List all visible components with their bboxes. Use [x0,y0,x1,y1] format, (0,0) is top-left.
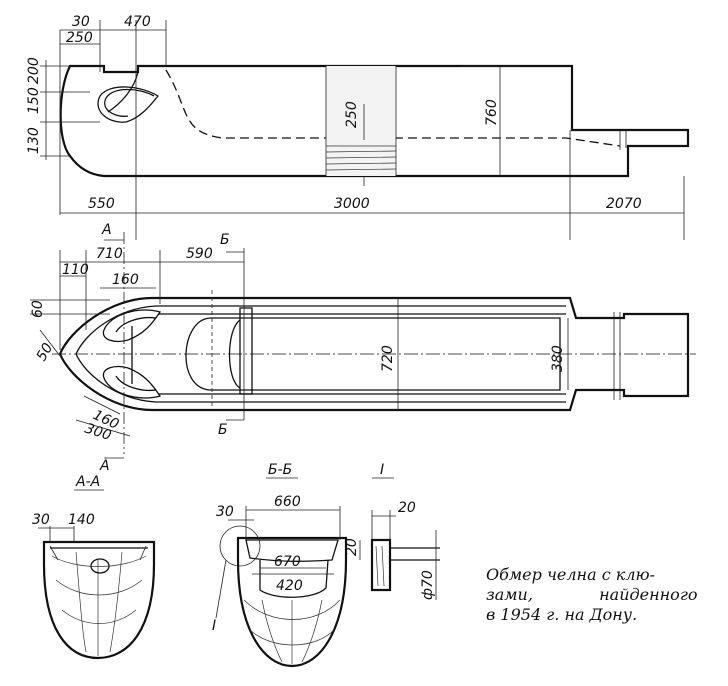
dim-2070: 2070 [606,196,642,212]
dim-detail-phi70: ф70 [420,570,436,600]
dim-bb-660: 660 [274,494,301,510]
dim-550: 550 [88,196,115,212]
plan-view: А А Б Б 110 710 160 590 60 50 16 [30,222,696,474]
section-bb-title: Б-Б [268,462,292,478]
dim-250-section: 250 [344,101,360,128]
caption-line-2b: найденного [599,585,698,604]
figure-caption: Обмер челна с клю- зами, найденного в 19… [486,565,718,625]
caption-line-3: в 1954 г. на Дону. [486,605,638,624]
dim-160-top: 160 [112,272,139,288]
section-bb-callout-circle [219,525,261,567]
dim-aa-140: 140 [68,512,95,528]
dim-710: 710 [96,246,123,262]
side-hawse-rim [104,88,155,117]
section-bb-outline [236,536,348,668]
side-inner-dashed [165,69,621,147]
dim-590: 590 [186,246,213,262]
dim-720: 720 [380,345,396,372]
side-hawse-hole [97,86,159,123]
dim-bb-420: 420 [276,578,303,594]
dim-bb-670: 670 [274,554,301,570]
section-aa-hole [90,558,110,574]
plan-bench [239,307,253,395]
side-dimension-lines [40,20,685,240]
caption-line-2a: зами, [486,585,533,604]
side-hull-outline [59,64,690,178]
plan-cavity [185,317,561,391]
detail-i: I 20 20 ф70 [344,462,440,600]
plan-hawse-upper [102,309,162,343]
dim-3000: 3000 [334,196,370,212]
section-bb-callout: I [212,618,216,634]
dim-detail-20-top: 20 [398,500,416,516]
cut-a-bottom: А [99,458,110,474]
cut-b-top: Б [220,232,230,248]
dim-470: 470 [124,14,151,30]
section-bb-cavity [259,559,329,598]
dim-60: 60 [30,300,46,318]
dim-bb-30: 30 [216,504,234,520]
dim-detail-20-side: 20 [344,538,360,556]
dim-150: 150 [26,87,42,114]
caption-line-2: зами, найденного [486,585,718,605]
plan-hawse-lower [102,365,162,399]
section-aa: А-А 30 140 [32,474,156,660]
side-bow-inner [107,71,139,113]
cut-b-bottom: Б [218,422,228,438]
dim-380: 380 [550,345,566,372]
section-aa-title: А-А [75,474,100,490]
dim-760: 760 [484,99,500,126]
caption-line-1: Обмер челна с клю- [486,565,655,584]
dim-30: 30 [72,14,90,30]
dim-aa-30: 30 [32,512,50,528]
dim-130: 130 [26,127,42,154]
detail-i-outline [370,538,392,592]
dim-300: 300 [83,421,113,445]
plan-hull-outline [58,296,690,412]
side-wood-grain [325,145,397,171]
dim-110: 110 [62,262,89,278]
dim-250-top: 250 [66,30,93,46]
section-bb: Б-Б I 30 660 670 420 [212,462,348,668]
detail-i-title: I [380,462,384,478]
side-view: 30 470 250 200 150 130 250 760 550 3000 … [26,14,690,240]
plan-dimension-lines [30,250,569,437]
section-aa-outline [42,540,156,660]
dim-200: 200 [26,57,42,84]
dim-50: 50 [34,340,57,364]
cut-a-top: А [101,222,112,238]
